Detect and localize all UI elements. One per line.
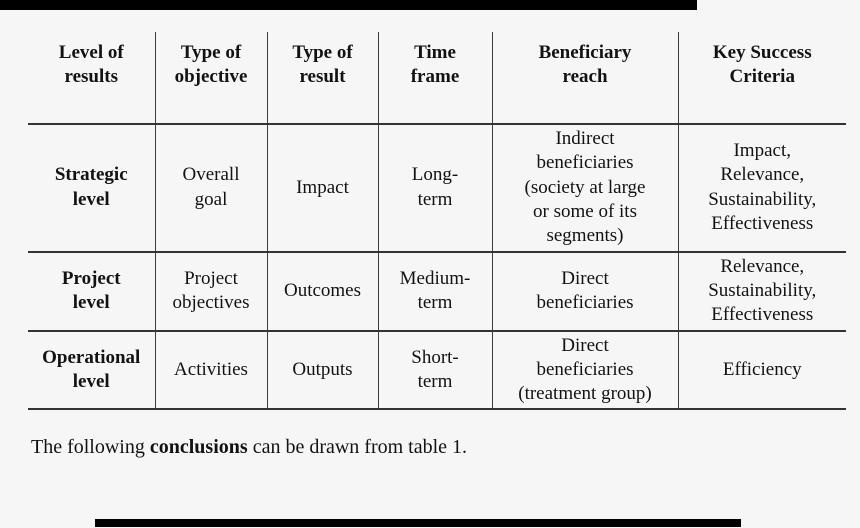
cell-operational-level: Operational level — [28, 330, 156, 411]
column-header-level-of-results: Level of results — [28, 32, 156, 125]
bottom-black-bar — [95, 519, 741, 527]
table-row-project-level: Project level Project objectives Outcome… — [28, 251, 846, 332]
cell-operational-beneficiary-reach: Direct beneficiaries (treatment group) — [492, 330, 679, 411]
column-header-type-of-objective: Type of objective — [155, 32, 268, 125]
cell-project-success-criteria: Relevance, Sustainability, Effectiveness — [678, 251, 846, 332]
table-row-operational-level: Operational level Activities Outputs Sho… — [28, 330, 846, 411]
table-row-strategic-level: Strategic level Overall goal Impact Long… — [28, 124, 846, 253]
column-header-key-success-criteria: Key Success Criteria — [678, 32, 846, 125]
results-levels-table: Level of results Type of objective Type … — [28, 32, 846, 411]
cell-project-level: Project level — [28, 251, 156, 332]
header-row: Level of results Type of objective Type … — [28, 32, 846, 125]
cell-strategic-result: Impact — [267, 124, 379, 253]
column-header-beneficiary-reach: Beneficiary reach — [492, 32, 679, 125]
cell-operational-time-frame: Short- term — [378, 330, 493, 411]
column-header-type-of-result: Type of result — [267, 32, 379, 125]
cell-project-objective: Project objectives — [155, 251, 268, 332]
cell-operational-success-criteria: Efficiency — [678, 330, 846, 411]
cell-strategic-objective: Overall goal — [155, 124, 268, 253]
column-header-time-frame: Time frame — [378, 32, 493, 125]
caption-suffix: can be drawn from table 1. — [247, 436, 468, 458]
cell-strategic-beneficiary-reach: Indirect beneficiaries (society at large… — [492, 124, 679, 253]
caption-prefix: The following — [31, 436, 150, 458]
top-black-bar — [0, 0, 697, 10]
cell-operational-result: Outputs — [267, 330, 379, 411]
caption-bold-word: conclusions — [149, 436, 248, 458]
cell-strategic-success-criteria: Impact, Relevance, Sustainability, Effec… — [678, 124, 846, 253]
cell-project-time-frame: Medium- term — [378, 251, 493, 332]
caption-text: The following conclusions can be drawn f… — [31, 435, 467, 460]
cell-project-beneficiary-reach: Direct beneficiaries — [492, 251, 679, 332]
cell-strategic-level: Strategic level — [28, 124, 156, 253]
cell-strategic-time-frame: Long- term — [378, 124, 493, 253]
cell-operational-objective: Activities — [155, 330, 268, 411]
cell-project-result: Outcomes — [267, 251, 379, 332]
